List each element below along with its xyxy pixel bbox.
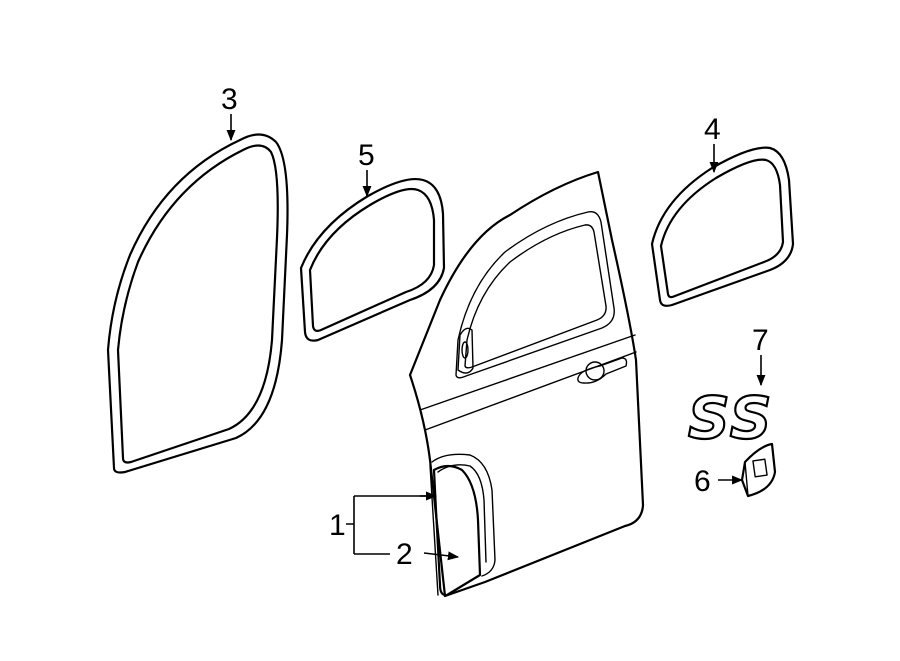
callout-5: 5 [358, 139, 375, 172]
leader-lines [226, 114, 766, 561]
door-shell [408, 170, 645, 598]
callout-7: 7 [752, 324, 769, 357]
callout-4: 4 [704, 113, 721, 146]
callout-labels: 3 5 4 7 6 1 2 [221, 83, 769, 571]
ss-emblem-7: SS [687, 383, 773, 453]
lower-molding-2 [432, 464, 482, 597]
callout-6: 6 [694, 465, 711, 498]
callout-2: 2 [396, 538, 413, 571]
window-seal-4 [650, 146, 795, 307]
weatherstrip-3 [106, 133, 289, 474]
clip-6 [740, 442, 777, 498]
window-seal-5 [299, 178, 446, 342]
callout-3: 3 [221, 83, 238, 116]
callout-1: 1 [329, 509, 346, 542]
ss-badge-text: SS [688, 384, 773, 452]
